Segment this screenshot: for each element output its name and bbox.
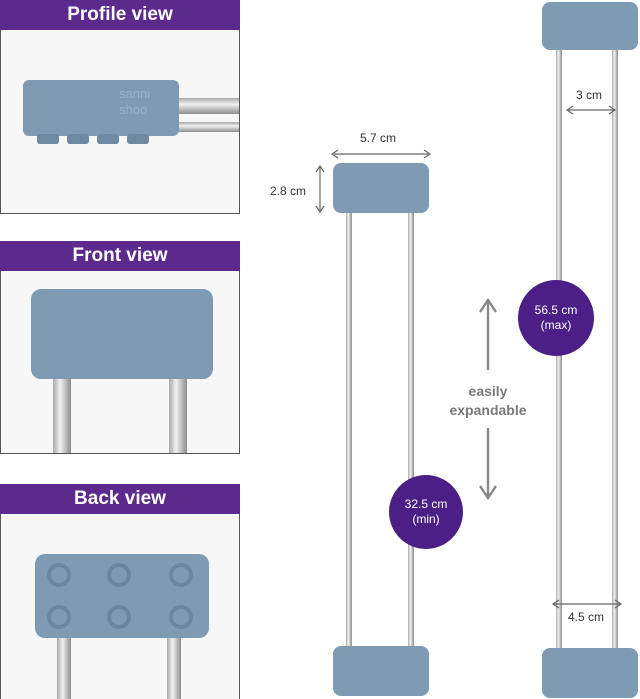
profile-cap-stud [97, 134, 119, 144]
min-length-value: 32.5 cm [404, 497, 448, 511]
width-label: 5.7 cm [360, 131, 397, 145]
profile-cap-stud [127, 134, 149, 144]
height-dimension-arrow [315, 164, 325, 214]
expand-label: easily expandable [432, 382, 544, 420]
min-bottom-cap [333, 646, 429, 696]
bottom-spacing-arrow [551, 599, 623, 609]
back-rod-right [167, 624, 181, 699]
profile-cap [23, 80, 179, 136]
max-length-value: 56.5 cm [534, 303, 578, 317]
max-bottom-cap [542, 648, 638, 698]
profile-view-title: Profile view [67, 4, 173, 25]
max-top-cap [542, 2, 638, 50]
height-label: 2.8 cm [270, 184, 307, 198]
back-view-header: Back view [0, 484, 240, 514]
profile-rod-lower [151, 122, 239, 132]
profile-view-panel: sanni shoo [0, 30, 240, 214]
min-rod-left [346, 200, 352, 656]
front-cap [31, 289, 213, 379]
min-length-badge: 32.5 cm (min) [389, 475, 463, 549]
min-top-cap [333, 163, 429, 213]
expand-line2: expandable [449, 402, 527, 418]
back-view-panel [0, 514, 240, 699]
expand-line1: easily [468, 383, 508, 399]
max-length-badge: 56.5 cm (max) [518, 280, 594, 356]
profile-cap-logo: sanni shoo [119, 86, 151, 117]
back-cap-studs [47, 563, 193, 629]
min-length-note: (min) [412, 512, 440, 526]
max-length-note: (max) [540, 318, 572, 332]
expand-arrows [479, 297, 497, 501]
front-view-panel [0, 271, 240, 454]
back-rod-left [57, 624, 71, 699]
profile-cap-stud [37, 134, 59, 144]
bottom-spacing-label: 4.5 cm [568, 610, 605, 624]
min-rod-right [408, 200, 414, 656]
top-spacing-label: 3 cm [576, 88, 603, 102]
max-rod-right [612, 40, 618, 660]
front-view-header: Front view [0, 241, 240, 271]
front-view-title: Front view [72, 245, 168, 266]
width-dimension-arrow [330, 149, 432, 159]
top-spacing-arrow [565, 105, 617, 115]
profile-cap-stud [67, 134, 89, 144]
back-view-title: Back view [74, 488, 166, 509]
profile-view-header: Profile view [0, 0, 240, 30]
